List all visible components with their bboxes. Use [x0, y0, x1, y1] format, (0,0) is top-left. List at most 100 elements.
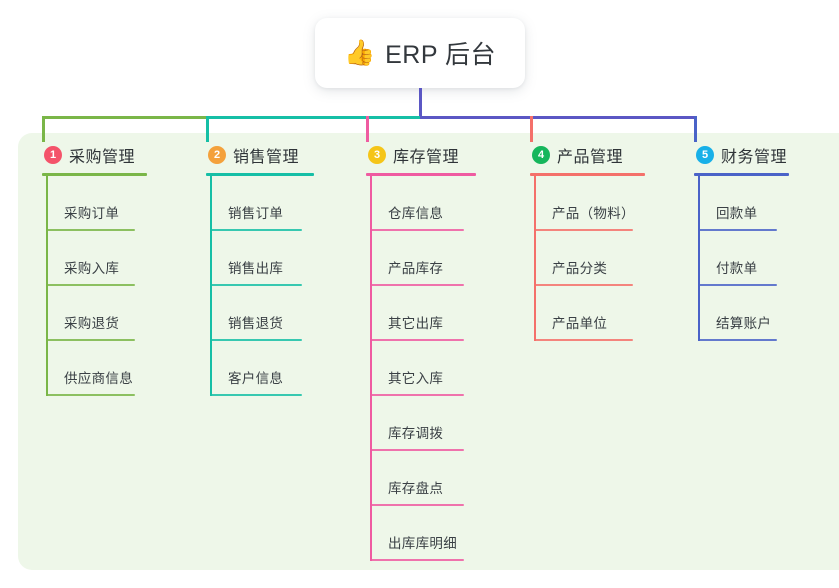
branch-number-badge: 3: [368, 146, 386, 164]
leaf-underline: [46, 394, 135, 396]
leaf-underline: [210, 394, 302, 396]
leaf-node[interactable]: 付款单: [694, 231, 789, 286]
leaf-label: 回款单: [716, 206, 758, 221]
leaf-node[interactable]: 供应商信息: [42, 341, 147, 396]
branch-title: 财务管理: [721, 149, 788, 166]
connector-root-stem: [418, 88, 422, 119]
leaf-underline: [46, 284, 135, 286]
leaf-underline: [698, 284, 777, 286]
leaf-node[interactable]: 采购入库: [42, 231, 147, 286]
connector-bus-left: [42, 116, 208, 119]
leaf-label: 销售退货: [228, 316, 284, 331]
branch-title: 产品管理: [557, 149, 624, 166]
leaf-label: 结算账户: [716, 316, 772, 331]
connector-drop-4: [530, 116, 533, 142]
branch-header-1[interactable]: 1 采购管理: [42, 143, 147, 167]
branch-spine: [370, 176, 372, 561]
branch-header-3[interactable]: 3 库存管理: [366, 143, 476, 167]
connector-bus-mid: [206, 116, 422, 119]
leaf-label: 库存调拨: [388, 426, 444, 441]
leaf-label: 产品单位: [552, 316, 608, 331]
leaf-label: 出库库明细: [388, 536, 457, 551]
connector-drop-3: [366, 116, 369, 142]
leaf-node[interactable]: 销售出库: [206, 231, 314, 286]
leaf-label: 其它出库: [388, 316, 444, 331]
branch-spine: [46, 176, 48, 396]
branch-spine: [534, 176, 536, 341]
thumbs-up-icon: 👍: [343, 38, 376, 67]
root-node-card[interactable]: 👍 ERP 后台: [315, 18, 525, 88]
leaf-underline: [210, 229, 302, 231]
branch-underline: [42, 173, 147, 176]
leaf-label: 供应商信息: [64, 371, 133, 386]
connector-drop-5: [694, 116, 697, 142]
branch-column-3: 3 库存管理仓库信息产品库存其它出库其它入库库存调拨库存盘点出库库明细: [366, 143, 476, 561]
leaf-node[interactable]: 产品单位: [530, 286, 645, 341]
leaf-label: 产品库存: [388, 261, 444, 276]
connector-drop-1: [42, 116, 45, 142]
leaf-underline: [46, 229, 135, 231]
leaf-node[interactable]: 产品（物料）: [530, 176, 645, 231]
branch-header-4[interactable]: 4 产品管理: [530, 143, 645, 167]
leaf-underline: [370, 449, 464, 451]
leaf-node[interactable]: 仓库信息: [366, 176, 476, 231]
leaf-label: 其它入库: [388, 371, 444, 386]
leaf-label: 库存盘点: [388, 481, 444, 496]
leaf-label: 销售出库: [228, 261, 284, 276]
leaf-label: 销售订单: [228, 206, 284, 221]
leaf-underline: [534, 284, 633, 286]
leaf-underline: [698, 229, 777, 231]
connector-drop-2: [206, 116, 209, 142]
branch-items: 采购订单采购入库采购退货供应商信息: [42, 176, 147, 396]
branch-title: 采购管理: [69, 149, 136, 166]
branch-number-badge: 1: [44, 146, 62, 164]
branch-underline: [530, 173, 645, 176]
leaf-label: 付款单: [716, 261, 758, 276]
leaf-underline: [534, 229, 633, 231]
branch-underline: [206, 173, 314, 176]
leaf-underline: [370, 504, 464, 506]
leaf-node[interactable]: 采购退货: [42, 286, 147, 341]
leaf-node[interactable]: 结算账户: [694, 286, 789, 341]
leaf-node[interactable]: 其它入库: [366, 341, 476, 396]
leaf-label: 采购入库: [64, 261, 120, 276]
leaf-label: 产品分类: [552, 261, 608, 276]
leaf-label: 客户信息: [228, 371, 284, 386]
branch-spine: [698, 176, 700, 341]
branch-header-5[interactable]: 5 财务管理: [694, 143, 789, 167]
leaf-node[interactable]: 客户信息: [206, 341, 314, 396]
leaf-node[interactable]: 回款单: [694, 176, 789, 231]
branch-items: 仓库信息产品库存其它出库其它入库库存调拨库存盘点出库库明细: [366, 176, 476, 561]
leaf-node[interactable]: 库存盘点: [366, 451, 476, 506]
leaf-underline: [210, 339, 302, 341]
leaf-node[interactable]: 产品库存: [366, 231, 476, 286]
content-panel: [18, 133, 839, 570]
leaf-node[interactable]: 销售订单: [206, 176, 314, 231]
branch-title: 库存管理: [393, 149, 460, 166]
leaf-node[interactable]: 销售退货: [206, 286, 314, 341]
leaf-node[interactable]: 库存调拨: [366, 396, 476, 451]
leaf-label: 采购退货: [64, 316, 120, 331]
leaf-underline: [534, 339, 633, 341]
leaf-node[interactable]: 采购订单: [42, 176, 147, 231]
leaf-node[interactable]: 出库库明细: [366, 506, 476, 561]
leaf-underline: [370, 339, 464, 341]
leaf-underline: [370, 284, 464, 286]
leaf-underline: [370, 394, 464, 396]
leaf-underline: [46, 339, 135, 341]
leaf-label: 仓库信息: [388, 206, 444, 221]
leaf-node[interactable]: 其它出库: [366, 286, 476, 341]
branch-column-4: 4 产品管理产品（物料） 产品分类产品单位: [530, 143, 645, 341]
branch-column-1: 1 采购管理采购订单采购入库采购退货供应商信息: [42, 143, 147, 396]
leaf-node[interactable]: 产品分类: [530, 231, 645, 286]
branch-number-badge: 5: [696, 146, 714, 164]
leaf-label: 产品（物料）: [552, 206, 635, 221]
branch-items: 产品（物料） 产品分类产品单位: [530, 176, 645, 341]
branch-number-badge: 4: [532, 146, 550, 164]
leaf-underline: [698, 339, 777, 341]
branch-items: 回款单付款单结算账户: [694, 176, 789, 341]
leaf-underline: [370, 229, 464, 231]
